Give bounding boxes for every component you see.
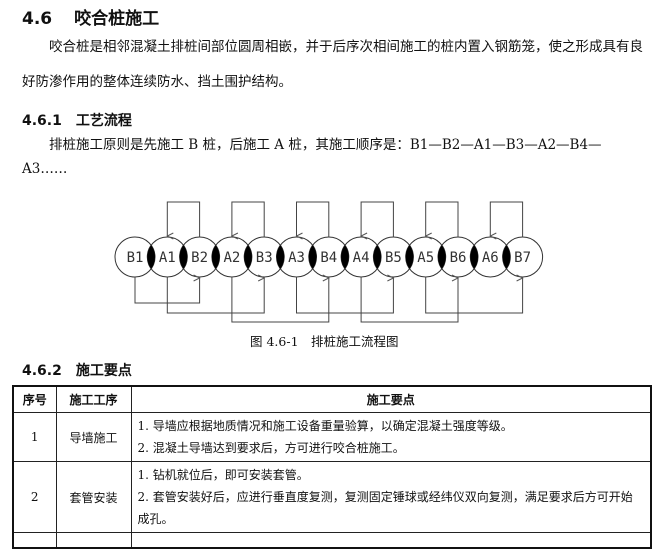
overlap-lens: [373, 245, 382, 269]
row-points: 1. 钻机就位后，即可安装套管。 2. 套管安装好后，应进行垂直度复测，复测固定锤…: [130, 461, 652, 533]
point: 1. 导墙应根据地质情况和施工设备重量验算，以确定混凝土强度等级。: [137, 419, 513, 433]
row-step: 套管安装: [55, 461, 132, 533]
construction-points-table: 序号 施工工序 施工要点 1 导墙施工 1. 导墙应根据地质情况和施工设备重量验…: [12, 385, 652, 549]
pile-label: B6: [450, 250, 467, 266]
pile-label: A6: [482, 250, 499, 266]
row-no: 1: [12, 412, 57, 462]
flow-arrow: [296, 277, 394, 314]
pile-label: B3: [256, 250, 273, 266]
flow-arrow: [360, 277, 458, 323]
flow-arrow: [490, 201, 524, 237]
table-row: 2 套管安装 1. 钻机就位后，即可安装套管。 2. 套管安装好后，应进行垂直度复…: [12, 461, 652, 533]
pile-label: B1: [127, 250, 144, 266]
row-no: 2: [12, 461, 57, 533]
flow-arrow: [231, 277, 329, 323]
overlap-lens: [276, 245, 285, 269]
pile-label: B5: [385, 250, 402, 266]
overlap-lens: [341, 245, 349, 269]
overlap-lens: [438, 245, 446, 269]
overlap-lens: [244, 245, 252, 269]
process-paragraph: 排桩施工原则是先施工 B 桩，后施工 A 桩，其施工顺序是：B1—B2—A1—B…: [22, 137, 602, 177]
overlap-lens: [147, 245, 155, 269]
point: 2. 混凝土导墙达到要求后，方可进行咬合桩施工。: [137, 441, 405, 455]
pile-label: A4: [353, 250, 370, 266]
row-step: 导墙施工: [55, 412, 132, 462]
overlap-lens: [179, 245, 188, 269]
header-no: 序号: [12, 385, 57, 413]
overlap-lens: [308, 245, 317, 269]
pile-label: B2: [191, 250, 208, 266]
header-step: 施工工序: [55, 385, 132, 413]
pile-label: A3: [288, 250, 305, 266]
table-header-row: 序号 施工工序 施工要点: [12, 385, 652, 413]
flow-arrow: [232, 201, 265, 237]
pile-label: A5: [417, 250, 434, 266]
overlap-lens: [405, 245, 414, 269]
table-row: 1 导墙施工 1. 导墙应根据地质情况和施工设备重量验算，以确定混凝土强度等级。…: [12, 412, 652, 462]
flow-arrow: [361, 201, 394, 237]
row-points: 1. 导墙应根据地质情况和施工设备重量验算，以确定混凝土强度等级。 2. 混凝土导…: [130, 412, 652, 462]
pile-label: B7: [514, 250, 531, 266]
pile-label: A1: [159, 250, 176, 266]
point: 2. 套管安装好后，应进行垂直度复测，复测固定锤球或经纬仪双向复测，满足要求后方…: [137, 490, 633, 526]
overlap-lens: [502, 245, 511, 269]
pile-label: B4: [320, 250, 337, 266]
flow-arrow: [166, 277, 264, 314]
pile-sequence-diagram: B1 A1 B2 A2 B3 A3 B4 A4 B5 A5 B6 A6 B7: [114, 201, 544, 323]
overlap-lens: [470, 245, 478, 269]
flow-arrow: [425, 277, 523, 314]
pile-label: A2: [223, 250, 240, 266]
intro-paragraph: 咬合桩是相邻混凝土排桩间部位圆周相嵌，并于后序次相间施工的桩内置入钢筋笼，使之形…: [22, 39, 643, 90]
flow-arrow: [167, 201, 201, 237]
flow-arrow: [426, 201, 459, 237]
overlap-lens: [211, 245, 220, 269]
header-points: 施工要点: [130, 385, 652, 413]
flow-arrow: [297, 201, 330, 237]
point: 1. 钻机就位后，即可安装套管。: [137, 468, 309, 482]
figure-caption: 图 4.6-1 排桩施工流程图: [250, 334, 399, 349]
